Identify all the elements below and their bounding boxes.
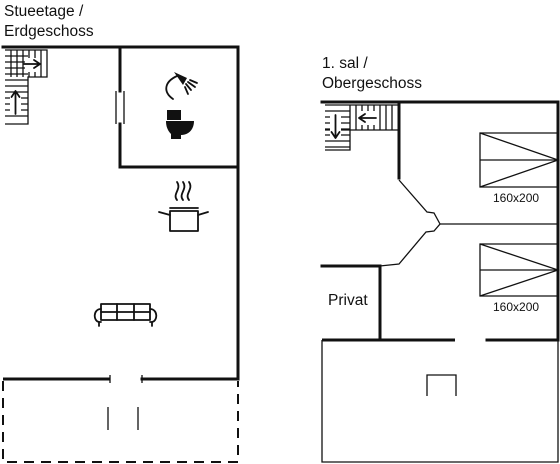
private-room-label: Privat [328,292,368,309]
stairs-icon [325,104,399,151]
upper-floor-title: 1. sal / Obergeschoss [322,54,422,94]
private-room-walls [320,264,382,342]
sofa-icon [93,303,158,327]
bathroom-walls [118,45,240,169]
bathroom-door [115,91,125,124]
hall-walls [379,179,441,267]
ground-floor-title: Stueetage / Erdgeschoss [4,2,94,42]
stairs-icon [5,49,48,125]
ground-floor-title-line1: Stueetage / [4,3,84,20]
ground-floor-entrance [109,375,143,383]
fireplace-icon [426,374,457,396]
steam-icon [174,181,192,201]
toilet-icon [166,110,194,139]
upper-floor-title-line1: 1. sal / [322,55,368,72]
terrace-steps [107,407,139,430]
upper-floor-title-line2: Obergeschoss [322,75,422,92]
terrace-outline [2,381,239,463]
upper-floor-plan: 160x200 160x200 Privat [320,100,560,463]
bed-size-label: 160x200 [493,300,539,314]
cooking-pot-icon [158,207,209,232]
ground-floor-plan [1,45,240,463]
bed-icon [479,243,560,297]
ground-floor-title-line2: Erdgeschoss [4,23,94,40]
lower-area-outline [321,340,559,463]
bed-icon [479,132,560,188]
shower-icon [165,72,198,100]
bed-size-label: 160x200 [493,191,539,205]
